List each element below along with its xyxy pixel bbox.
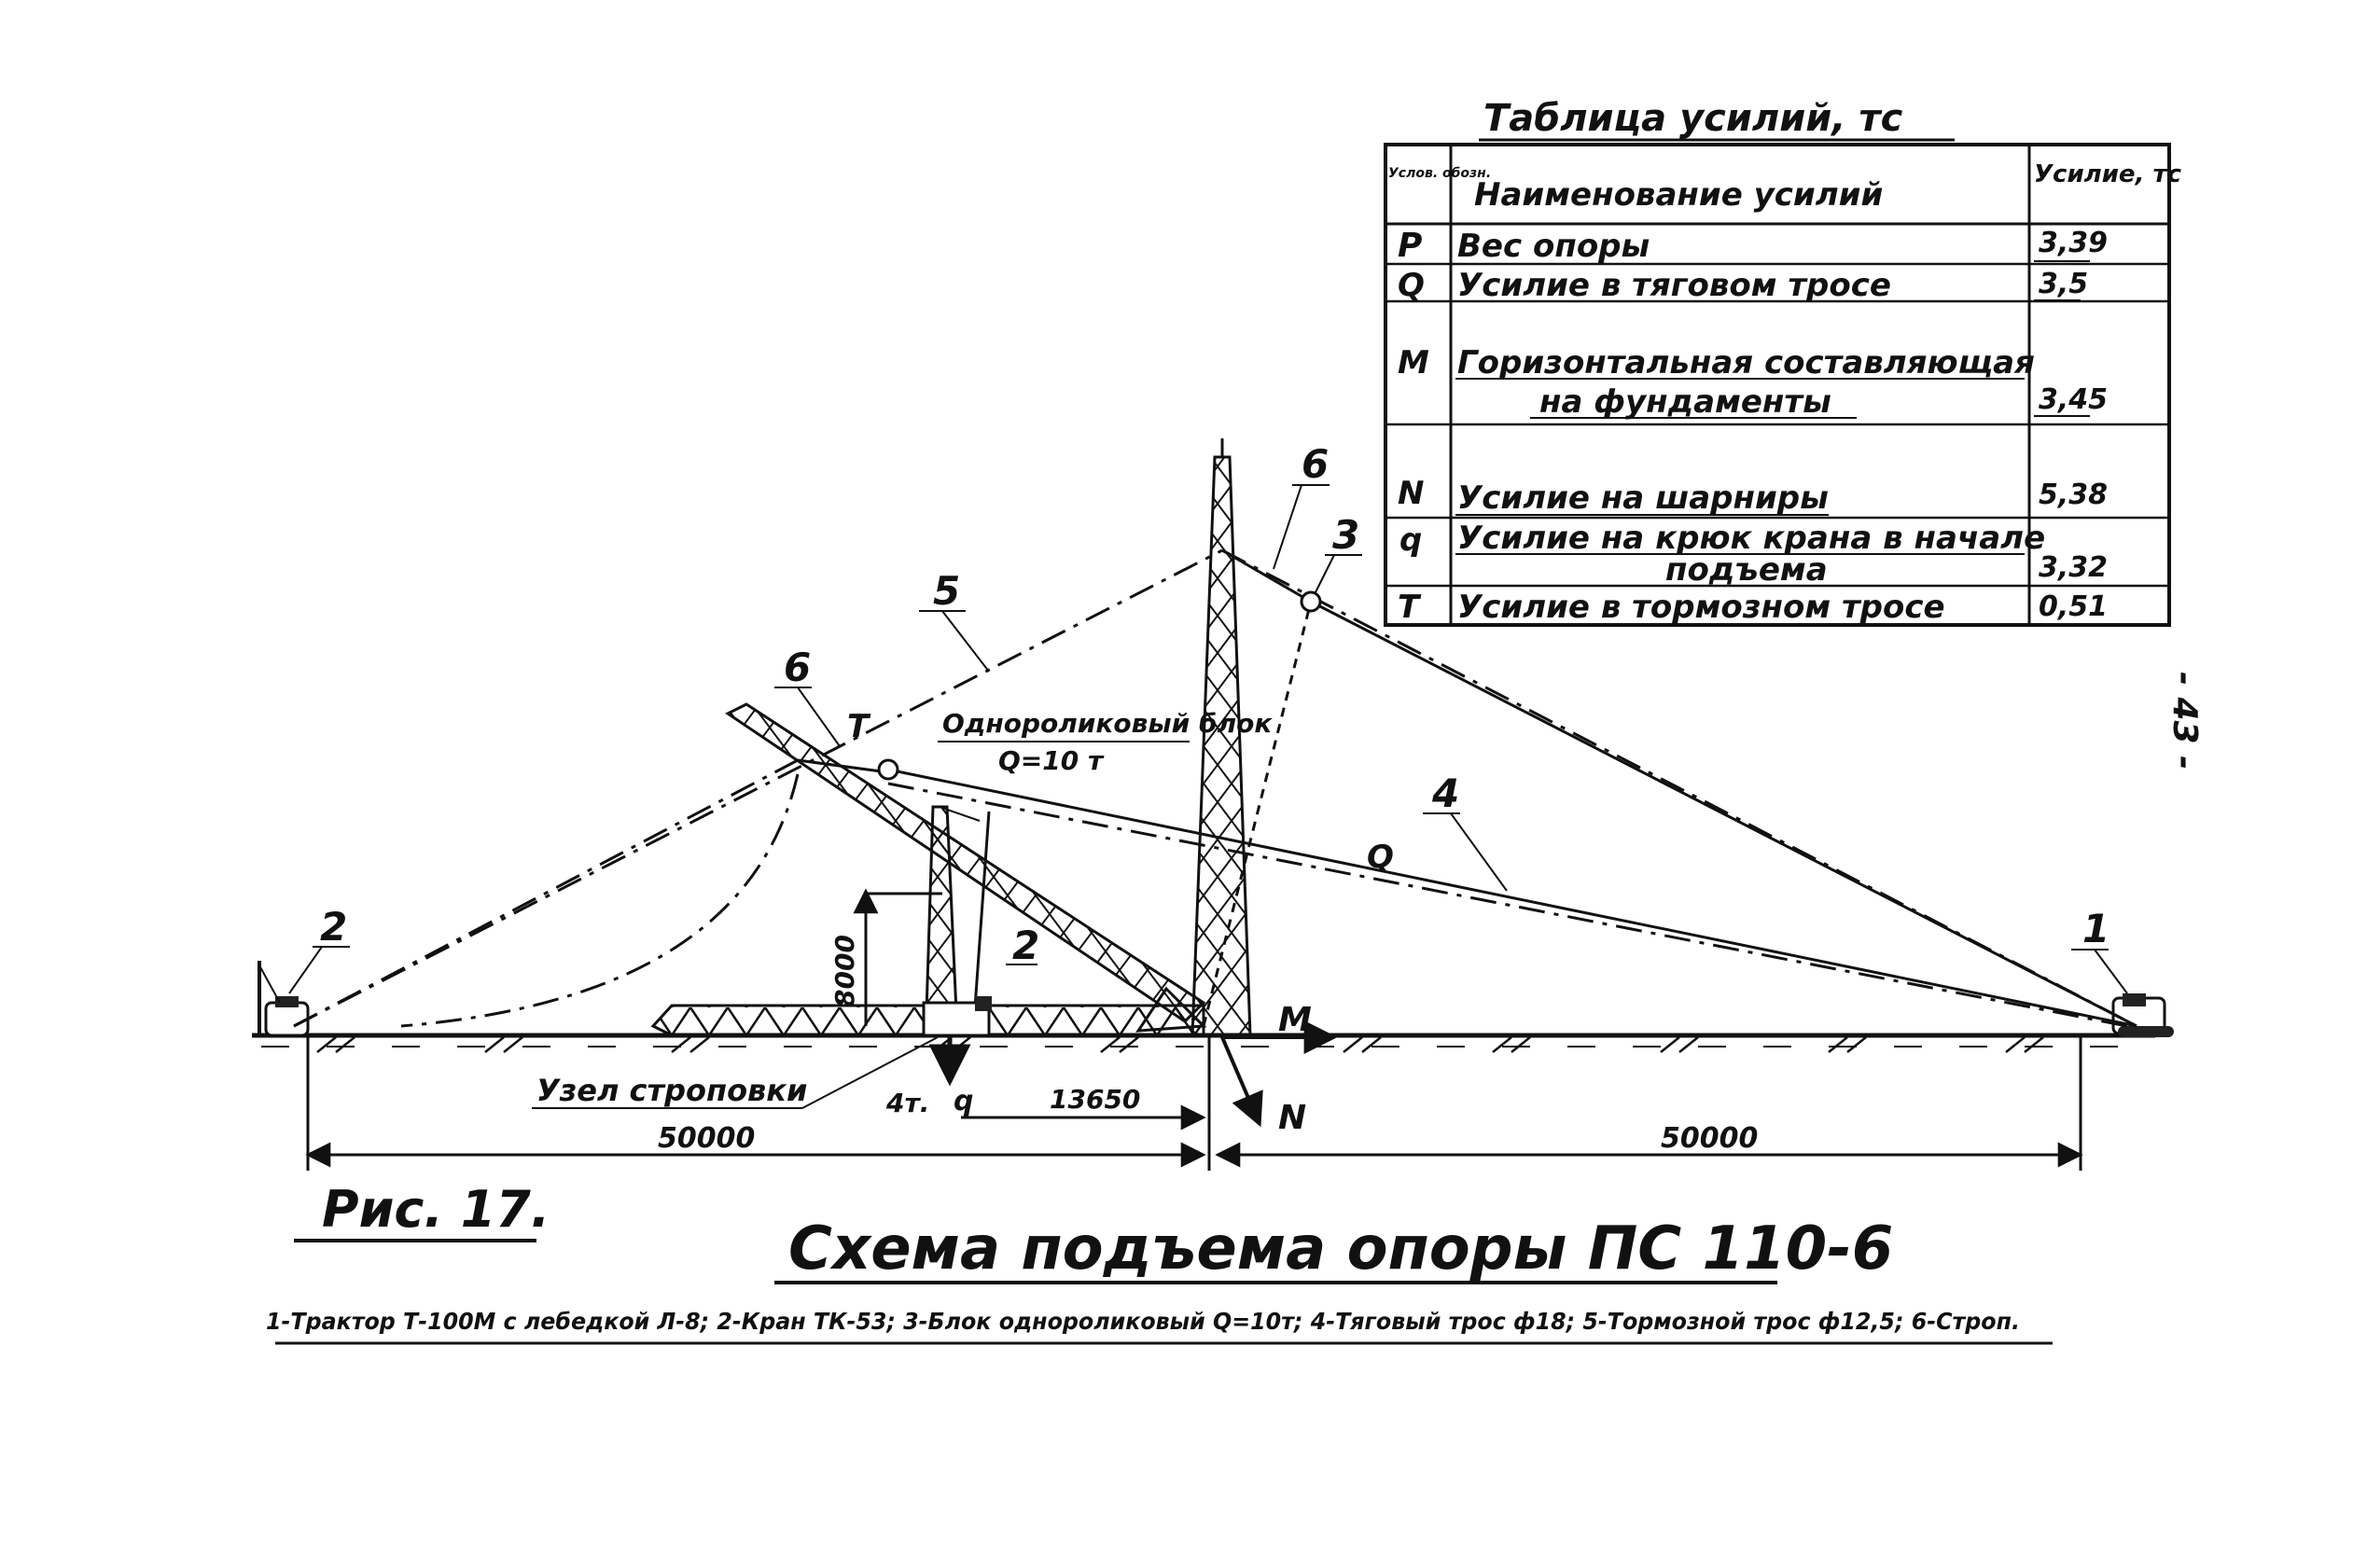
label-m-force: M [1278, 1001, 1312, 1039]
row-t-name: Усилие в тормозном тросе [1457, 589, 1945, 626]
caption: Рис. 17. Схема подъема опоры ПС 110-6 1-… [266, 1180, 2053, 1345]
row-q-symbol: Q [1398, 267, 1425, 304]
row-p-name: Вес опоры [1457, 228, 1650, 265]
figure-title: Схема подъема опоры ПС 110-6 [788, 1214, 1893, 1284]
row-qq-name2: подъема [1665, 551, 1828, 589]
row-t-value: 0,51 [2039, 590, 2108, 623]
row-p-value: 3,39 [2039, 227, 2108, 259]
row-p-symbol: P [1398, 227, 1422, 265]
force-table: Таблица усилий, тс Услов. обозн. Наимено… [1384, 97, 2182, 627]
table-title: Таблица усилий, тс [1483, 97, 1903, 140]
label-dist-right: 50000 [1661, 1122, 1758, 1155]
label-4: 4 [1431, 770, 1459, 816]
header-name: Наименование усилий [1474, 176, 1883, 214]
label-sling-node: Узел строповки [536, 1073, 807, 1108]
row-m-name: Горизонтальная составляющая [1457, 344, 2035, 382]
force-n-arrow [1220, 1036, 1263, 1128]
row-qq-value: 3,32 [2039, 551, 2108, 584]
row-m-value: 3,45 [2039, 383, 2108, 416]
label-dist-left: 50000 [658, 1122, 755, 1155]
row-m-symbol: M [1398, 344, 1429, 382]
label-load: 4т. [885, 1088, 929, 1118]
block-lower [877, 758, 899, 781]
block-upper [1300, 590, 1322, 613]
tower-inclined [725, 702, 1207, 1033]
row-n-symbol: N [1398, 475, 1424, 512]
label-q-hook: q [954, 1085, 973, 1117]
tractor-left [258, 961, 310, 1037]
row-qq-symbol: q [1399, 521, 1422, 559]
page-number: - 43 - [2165, 672, 2204, 770]
label-dist-crane: 13650 [1050, 1084, 1140, 1115]
ropes [293, 548, 2137, 1030]
row-n-value: 5,38 [2039, 479, 2108, 511]
row-n-name: Усилие на шарниры [1457, 479, 1829, 517]
label-block-capacity: Q=10 т [998, 745, 1105, 776]
header-symbol: Услов. обозн. [1388, 166, 1491, 181]
haul-rope [887, 768, 2137, 1028]
tractor-right [2111, 993, 2174, 1037]
row-q-name: Усилие в тяговом тросе [1457, 267, 1891, 304]
dimensions [305, 888, 2083, 1171]
row-q-value: 3,5 [2039, 268, 2088, 300]
row-t-symbol: T [1398, 589, 1422, 626]
label-2-left: 2 [320, 904, 347, 950]
ground-line [252, 1033, 2155, 1053]
row-m-name2: на фундаменты [1539, 383, 1831, 421]
header-value: Усилие, тс [2034, 160, 2182, 188]
label-3: 3 [1332, 512, 1359, 558]
label-6-left: 6 [784, 645, 811, 690]
label-t-rope: T [847, 708, 871, 745]
label-6-top: 6 [1302, 441, 1329, 487]
label-block: Однороликовый блок [942, 708, 1273, 739]
figure-legend: 1-Трактор Т-100М с лебедкой Л-8; 2-Кран … [266, 1308, 2020, 1335]
label-5: 5 [933, 568, 960, 614]
callouts: 1 2 2 3 4 5 6 6 Q T M N q Однороликовый … [288, 441, 2128, 1155]
crane-tk53 [922, 805, 992, 1087]
row-qq-name: Усилие на крюк крана в начале [1457, 520, 2045, 557]
label-n-force: N [1278, 1099, 1306, 1137]
figure-number: Рис. 17. [322, 1180, 550, 1239]
label-2-crane: 2 [1012, 923, 1039, 968]
label-height: 8000 [829, 935, 860, 1007]
brake-rope [293, 548, 1223, 1028]
label-1: 1 [2082, 906, 2109, 951]
label-q-rope: Q [1367, 839, 1394, 876]
